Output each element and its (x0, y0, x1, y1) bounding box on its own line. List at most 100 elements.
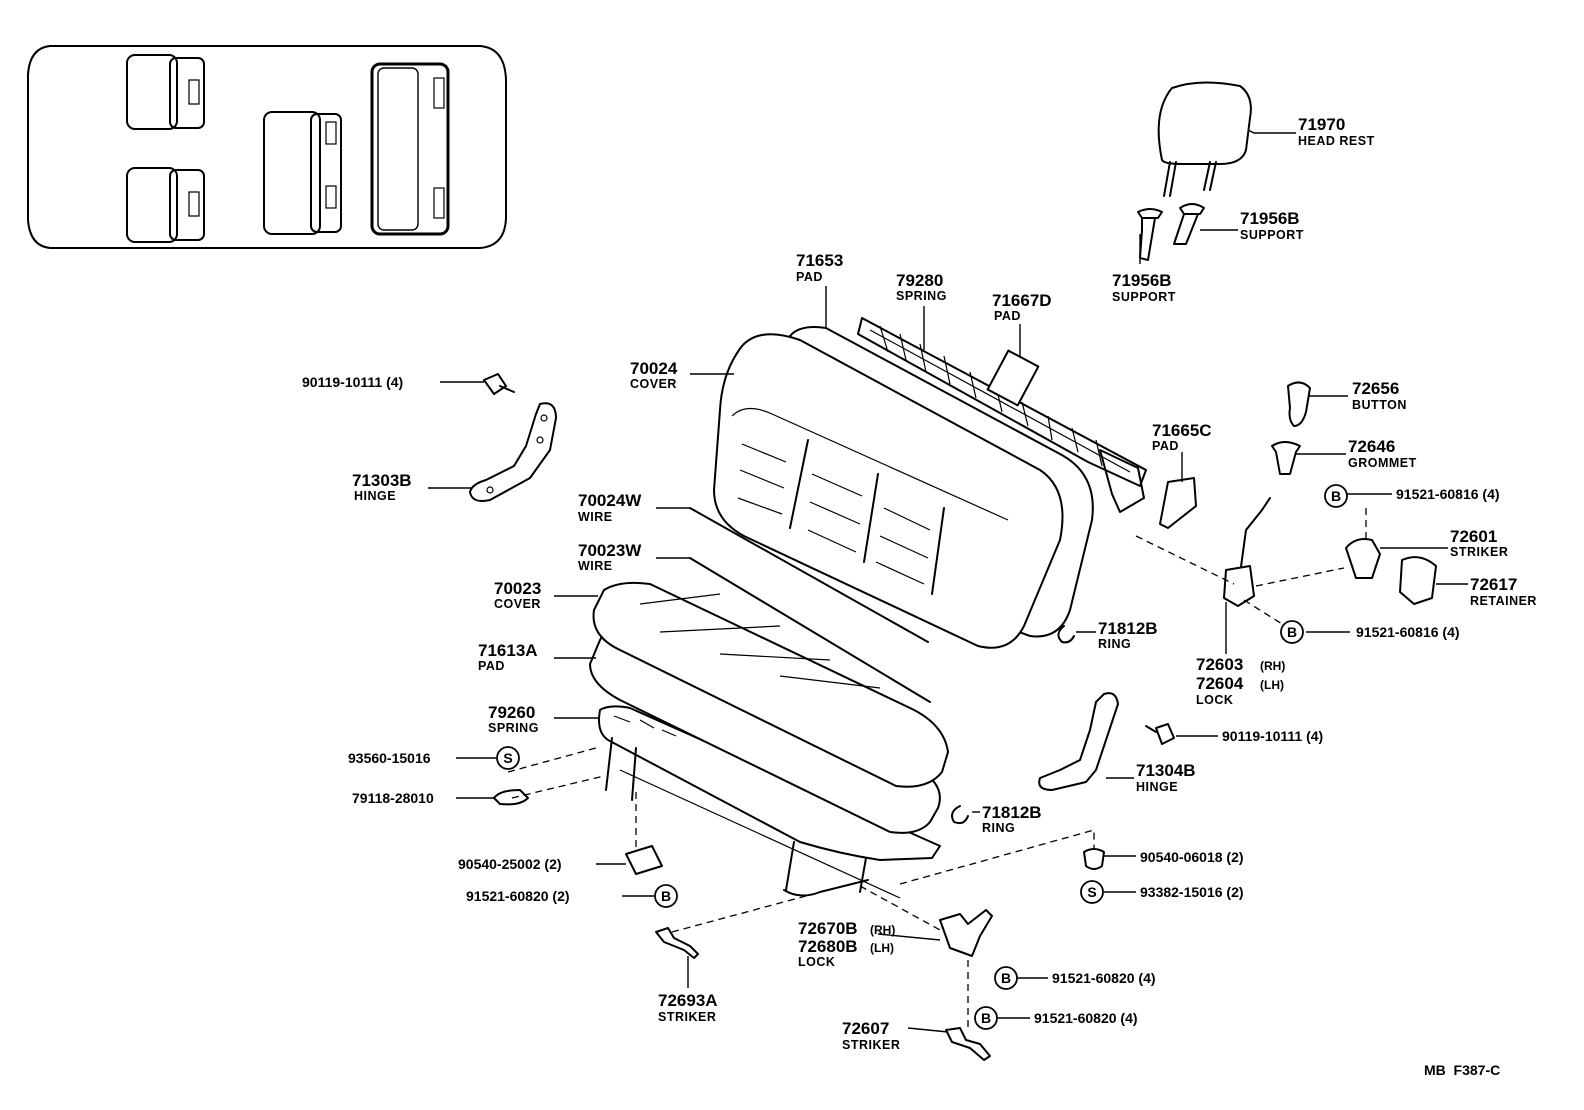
striker-72693a (655, 927, 699, 959)
svg-text:90540-25002 (2): 90540-25002 (2) (458, 856, 562, 872)
cushion-lock-72670b (939, 909, 993, 957)
hinge-71303b (469, 402, 557, 502)
seat-back-cover (713, 333, 1064, 649)
svg-text:71667D: 71667D (992, 291, 1052, 310)
callout-72603-72604: 72603 (RH) 72604 (LH) LOCK (1196, 655, 1285, 707)
callout-71970: 71970 HEAD REST (1298, 115, 1375, 148)
callout-71812b-lower: 71812B RING (982, 803, 1042, 835)
svg-text:70024: 70024 (630, 359, 678, 378)
stopper-90540-25002 (625, 845, 663, 875)
inset-seat-middle (263, 111, 342, 235)
callout-90119-right: 90119-10111 (4) (1222, 728, 1323, 744)
svg-text:72607: 72607 (842, 1019, 889, 1038)
callout-72617: 72617 RETAINER (1470, 575, 1537, 608)
ring-71812b-lower (951, 805, 969, 825)
svg-text:71304B: 71304B (1136, 761, 1196, 780)
svg-text:71613A: 71613A (478, 641, 538, 660)
svg-text:STRIKER: STRIKER (658, 1010, 716, 1024)
callout-72693a: 72693A STRIKER (658, 991, 718, 1024)
svg-text:93560-15016: 93560-15016 (348, 750, 431, 766)
button-72656 (1287, 381, 1311, 427)
badge-b-91521-60820-4a: B (994, 966, 1018, 990)
hinge-71304b (1038, 692, 1119, 791)
svg-text:72617: 72617 (1470, 575, 1517, 594)
callout-72607: 72607 STRIKER (842, 1019, 900, 1052)
inset-seat-front-right (126, 167, 205, 243)
svg-text:RETAINER: RETAINER (1470, 594, 1537, 608)
callout-71812b-upper: 71812B RING (1098, 619, 1158, 651)
callout-72646: 72646 GROMMET (1348, 437, 1416, 470)
svg-text:PAD: PAD (994, 309, 1021, 323)
svg-text:72604: 72604 (1196, 674, 1244, 693)
head-rest-support-left (1137, 208, 1163, 261)
svg-text:B: B (1287, 624, 1297, 640)
callout-71956b-right: 71956B SUPPORT (1240, 209, 1304, 242)
callout-71665c: 71665C PAD (1152, 421, 1212, 453)
ring-71812b-upper (1057, 625, 1075, 644)
svg-text:91521-60820 (2): 91521-60820 (2) (466, 888, 570, 904)
svg-text:BUTTON: BUTTON (1352, 398, 1407, 412)
callout-70023w: 70023W WIRE (578, 541, 642, 573)
inset-seat-rear-bench (370, 62, 450, 236)
svg-text:70023W: 70023W (578, 541, 642, 560)
callout-71304b: 71304B HINGE (1136, 761, 1196, 794)
lock-72603 (1223, 497, 1271, 607)
svg-text:S: S (1087, 884, 1096, 900)
callout-70023: 70023 COVER (494, 579, 541, 611)
callout-90540-25002: 90540-25002 (2) (458, 856, 562, 872)
inset-seat-front-left (126, 54, 205, 130)
badge-s-93560: S (496, 746, 520, 770)
callout-90540-06018: 90540-06018 (2) (1140, 849, 1244, 865)
striker-72601 (1345, 538, 1381, 579)
leader-lines (428, 129, 1468, 1033)
callout-72601: 72601 STRIKER (1450, 527, 1508, 559)
assembly-guide-lines (507, 508, 1367, 1032)
callout-71667d: 71667D PAD (992, 291, 1052, 323)
svg-text:B: B (661, 888, 671, 904)
svg-text:79118-28010: 79118-28010 (352, 790, 434, 806)
svg-text:LOCK: LOCK (798, 955, 835, 969)
svg-text:72693A: 72693A (658, 991, 718, 1010)
svg-text:SUPPORT: SUPPORT (1240, 228, 1304, 242)
svg-text:STRIKER: STRIKER (1450, 545, 1508, 559)
svg-text:90119-10111 (4): 90119-10111 (4) (1222, 728, 1323, 744)
svg-text:SPRING: SPRING (896, 289, 947, 303)
callout-79118: 79118-28010 (352, 790, 434, 806)
svg-text:S: S (503, 750, 512, 766)
svg-text:B: B (1001, 970, 1011, 986)
badge-b-91521-60816-top: B (1324, 484, 1348, 508)
head-rest (1157, 81, 1252, 197)
svg-text:PAD: PAD (1152, 439, 1179, 453)
head-rest-support-right (1173, 203, 1205, 245)
vehicle-seat-layout-inset (27, 45, 507, 249)
svg-text:HINGE: HINGE (1136, 780, 1178, 794)
svg-text:71970: 71970 (1298, 115, 1345, 134)
svg-text:HEAD REST: HEAD REST (1298, 134, 1375, 148)
svg-text:79280: 79280 (896, 271, 943, 290)
diagram-code: MB F387-C (1424, 1062, 1500, 1078)
grommet-72646 (1271, 441, 1301, 475)
svg-text:90119-10111 (4): 90119-10111 (4) (302, 374, 403, 390)
svg-text:90540-06018 (2): 90540-06018 (2) (1140, 849, 1244, 865)
retainer-72617 (1399, 556, 1437, 605)
svg-text:91521-60816 (4): 91521-60816 (4) (1356, 624, 1460, 640)
badge-b-91521-60820-4b: B (974, 1006, 998, 1030)
seat-cushion-frame-spring (598, 705, 941, 899)
callout-79260: 79260 SPRING (488, 703, 538, 735)
svg-text:HINGE: HINGE (354, 489, 396, 503)
callout-91521-60820-2: 91521-60820 (2) (466, 888, 570, 904)
callout-91521-60816-top: 91521-60816 (4) (1396, 486, 1500, 502)
badge-b-91521-60816-low: B (1280, 620, 1304, 644)
svg-text:70024W: 70024W (578, 491, 642, 510)
callout-79280: 79280 SPRING (896, 271, 947, 303)
svg-text:91521-60816 (4): 91521-60816 (4) (1396, 486, 1500, 502)
svg-text:(LH): (LH) (870, 941, 894, 955)
seat-back-pad-insert (986, 349, 1040, 407)
svg-text:91521-60820 (4): 91521-60820 (4) (1034, 1010, 1138, 1026)
svg-text:71665C: 71665C (1152, 421, 1212, 440)
svg-text:B: B (981, 1010, 991, 1026)
callout-93560: 93560-15016 (348, 750, 431, 766)
svg-text:71956B: 71956B (1240, 209, 1300, 228)
svg-text:72601: 72601 (1450, 527, 1497, 546)
